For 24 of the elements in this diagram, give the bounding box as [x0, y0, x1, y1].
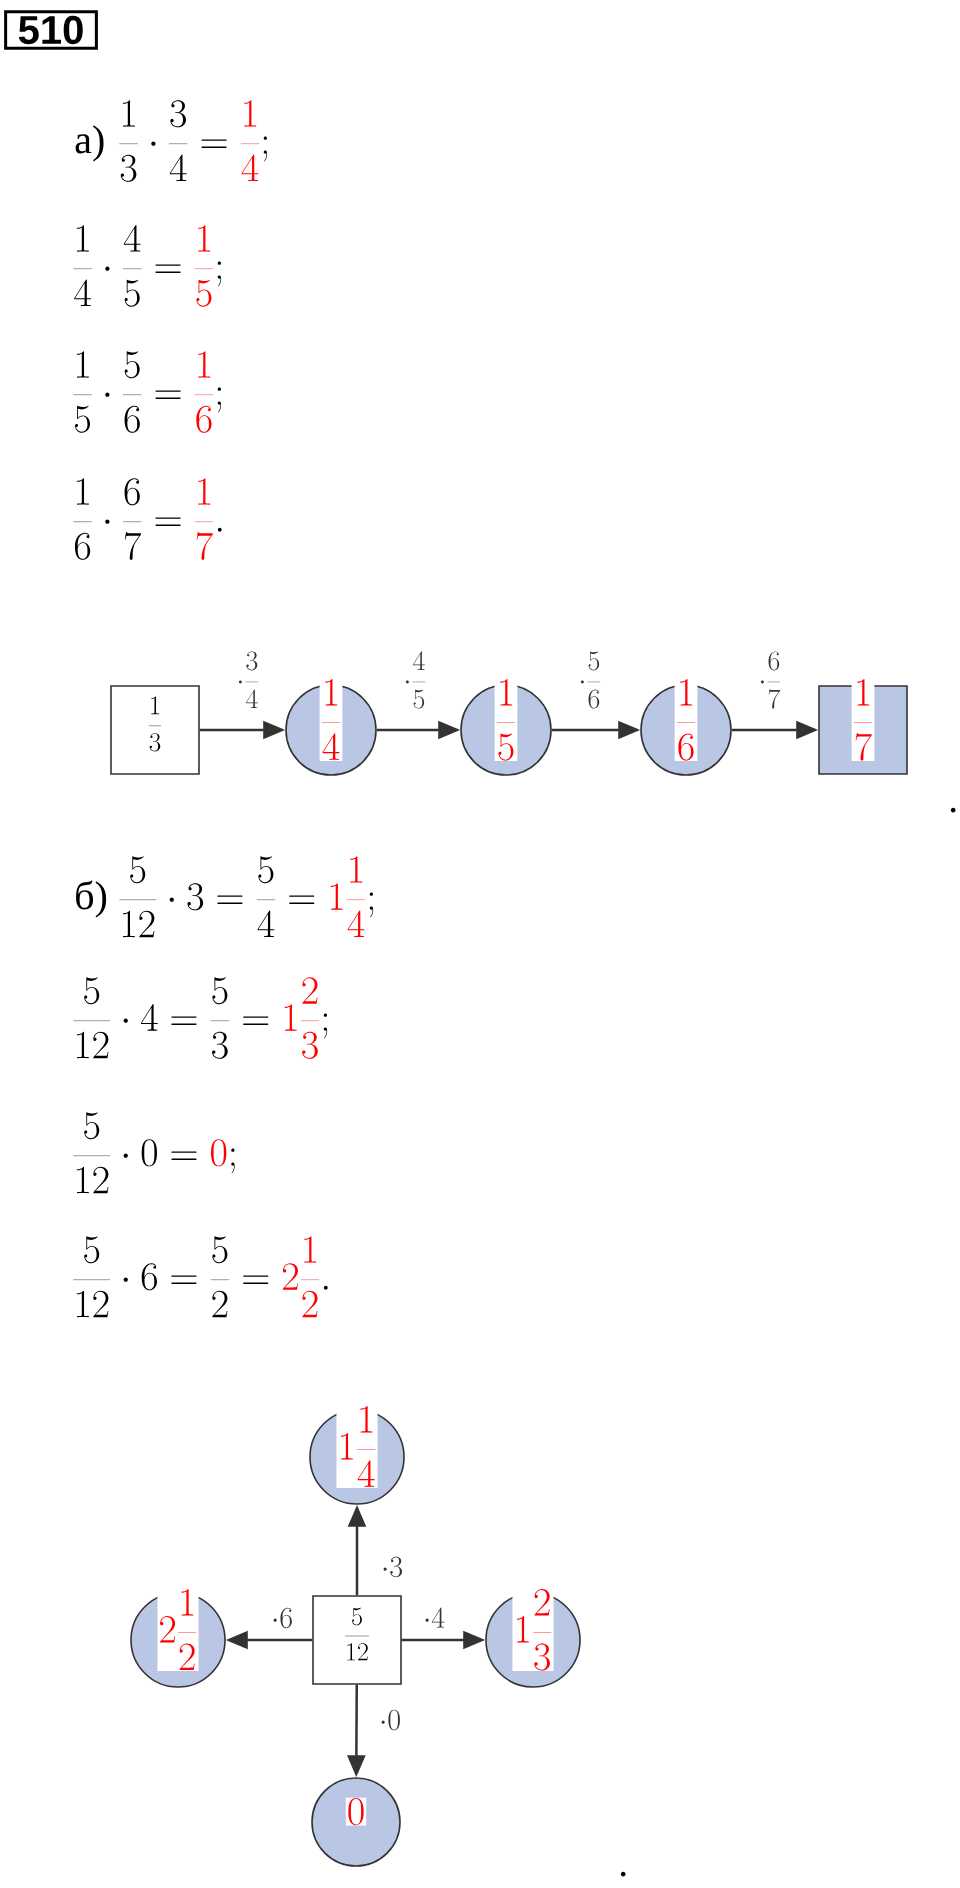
edge-label: $\cdot 3$ [383, 1556, 403, 1578]
edge-label: $\cdot\frac{4}{5}$ [405, 651, 426, 709]
edge-label: $\cdot\frac{6}{7}$ [760, 651, 781, 709]
part-label: а) [75, 125, 104, 162]
equation: $\frac{1}{6}\cdot\frac{6}{7}={\color{red}\frac{1}{7}}.$ [73, 478, 222, 560]
edge-label: $\cdot\frac{3}{4}$ [238, 651, 259, 709]
equation: $\frac{1}{4}\cdot\frac{4}{5}={\color{red}\frac{1}{5}};$ [73, 224, 222, 307]
equation: $\frac{1}{3}\cdot\frac{3}{4}={\color{red}\frac{1}{4}};$ [119, 100, 268, 182]
number-box: $\frac{1}{3}$ [110, 685, 200, 775]
problem-number: 510 [4, 10, 98, 50]
equation: $\frac{5}{12}\cdot 6=\frac{5}{2}={\color{red}2\frac{1}{2}}.$ [73, 1236, 328, 1318]
number-box: $\frac{1}{7}$ [818, 678, 908, 775]
part-label: б) [76, 880, 107, 918]
equation: $\frac{5}{12}\cdot 0={\color{red}0};$ [73, 1112, 235, 1194]
part-label: . [950, 807, 956, 813]
equation: $\frac{1}{5}\cdot\frac{5}{6}={\color{red}\frac{1}{6}};$ [73, 351, 222, 433]
number-box: $\frac{5}{12}$ [312, 1595, 402, 1685]
edge-label: $\cdot 0$ [381, 1709, 400, 1731]
part-label: . [620, 1871, 626, 1877]
edge-label: $\cdot 4$ [425, 1607, 445, 1628]
equation: $\frac{5}{12}\cdot 3=\frac{5}{4}={\color{red}1\frac{1}{4}};$ [119, 856, 374, 938]
edge-label: $\cdot\frac{5}{6}$ [580, 651, 601, 709]
edge-label: $\cdot 6$ [273, 1607, 292, 1629]
equation: $\frac{5}{12}\cdot 4=\frac{5}{3}={\color{red}1\frac{2}{3}};$ [73, 977, 328, 1059]
